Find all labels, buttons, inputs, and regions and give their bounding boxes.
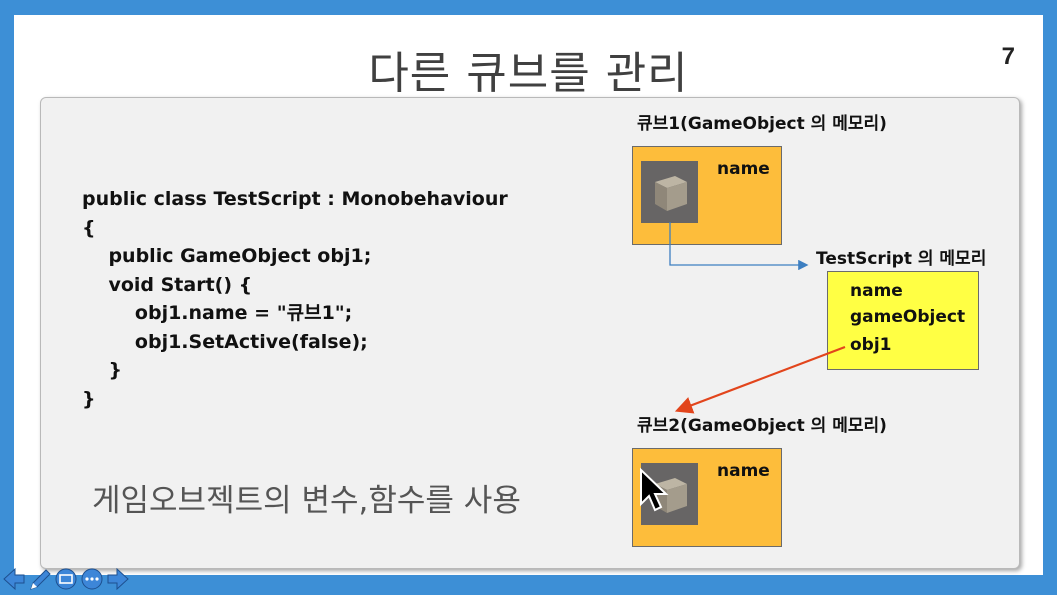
testscript-memory-label: TestScript 의 메모리 [816, 249, 987, 269]
pen-icon[interactable] [28, 566, 52, 592]
slideshow-toolbar [0, 566, 140, 592]
code-line: obj1.SetActive(false); [82, 330, 368, 353]
cube-thumbnail [641, 161, 698, 223]
mouse-cursor-icon [640, 467, 669, 512]
code-line: { [82, 216, 96, 239]
arrow-right-icon[interactable] [106, 566, 130, 592]
arrow-left-icon[interactable] [2, 566, 26, 592]
testscript-field-name: name [850, 281, 903, 301]
testscript-field-obj1: obj1 [850, 335, 892, 355]
more-options-icon[interactable] [80, 566, 104, 592]
code-block: public class TestScript : Monobehaviour … [82, 185, 508, 413]
cube2-name-field: name [717, 461, 770, 481]
cube2-memory-label: 큐브2(GameObject 의 메모리) [637, 416, 887, 436]
cube1-memory-box: name [632, 146, 782, 245]
slide-menu-icon[interactable] [54, 566, 78, 592]
cube-thumbnail [641, 463, 698, 525]
testscript-memory-box: name gameObject obj1 [827, 271, 979, 370]
cube-icon [655, 176, 687, 211]
page-number: 7 [1001, 43, 1015, 70]
cube2-memory-box: name [632, 448, 782, 547]
testscript-field-gameobject: gameObject [850, 307, 966, 327]
code-line: } [82, 387, 96, 410]
caption-text: 게임오브젝트의 변수,함수를 사용 [92, 483, 521, 519]
cube1-memory-label: 큐브1(GameObject 의 메모리) [637, 114, 887, 134]
code-line: void Start() { [82, 273, 253, 296]
cube1-name-field: name [717, 159, 770, 179]
code-line: public class TestScript : Monobehaviour [82, 188, 508, 210]
reference-arrow-red [674, 345, 846, 414]
code-line: obj1.name = "큐브1"; [82, 302, 353, 324]
code-line: public GameObject obj1; [82, 245, 372, 267]
code-line: } [82, 359, 122, 381]
slide-title: 다른 큐브를 관리 [368, 48, 689, 99]
reference-arrow-blue [669, 222, 809, 271]
